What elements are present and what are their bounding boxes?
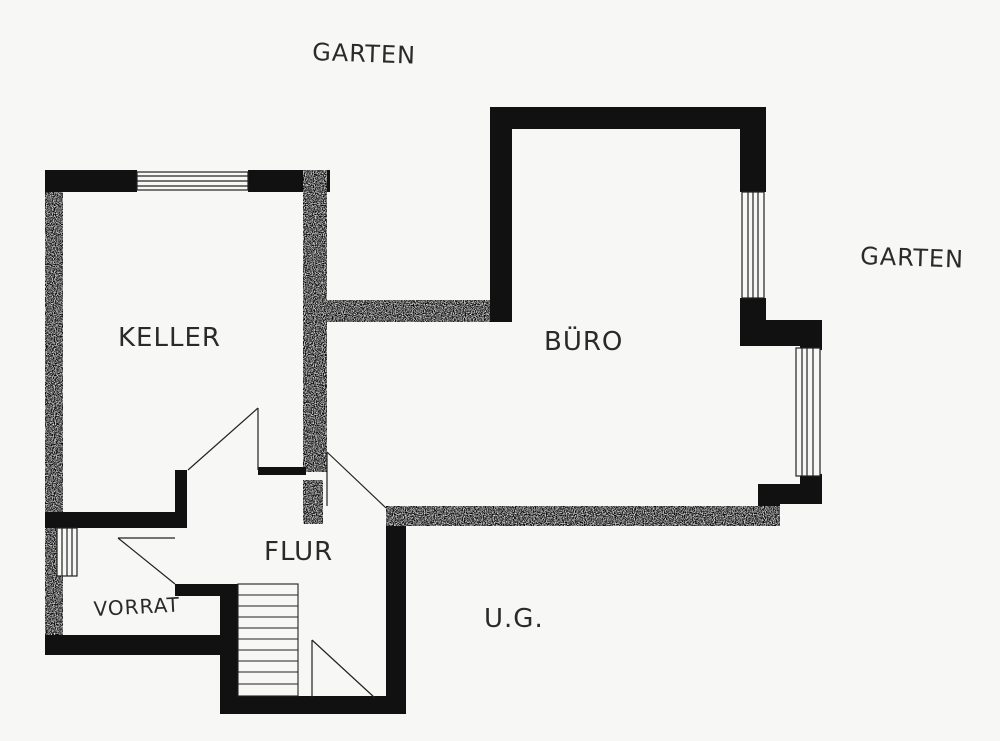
door-vorrat — [117, 537, 176, 585]
label-vorrat: VORRAT — [93, 593, 181, 621]
wall-bay-right — [800, 320, 822, 350]
label-garden-right: GARTEN — [860, 242, 965, 274]
stairs — [237, 583, 299, 697]
window-vorrat — [56, 527, 78, 577]
wall-vorrat-bottom — [45, 635, 225, 655]
walls — [45, 107, 822, 714]
wall-keller-bottom — [45, 512, 180, 528]
wall-bottom — [220, 696, 405, 714]
wall-keller-left — [45, 170, 63, 655]
door-buero — [326, 451, 387, 509]
label-garden-top: GARTEN — [312, 38, 417, 70]
wall-keller-door-right — [258, 467, 306, 475]
wall-buero-bottom — [386, 506, 780, 526]
wall-buero-left-top — [320, 300, 508, 322]
wall-flur-partition — [303, 480, 323, 524]
window-bay — [795, 347, 821, 477]
label-buero: BÜRO — [544, 325, 623, 357]
wall-buero-top — [490, 107, 766, 129]
wall-buero-right-upper — [740, 107, 766, 192]
door-entrance — [311, 639, 376, 699]
label-flur: FLUR — [264, 537, 333, 567]
wall-flur-right — [386, 510, 406, 714]
window-keller-top — [136, 171, 249, 191]
wall-keller-top-left — [45, 170, 137, 192]
window-buero-right — [741, 191, 765, 299]
label-keller: KELLER — [118, 323, 221, 353]
label-floor: U.G. — [484, 604, 544, 634]
wall-buero-left — [490, 107, 512, 322]
door-keller — [187, 407, 259, 471]
wall-keller-jamb — [175, 470, 187, 528]
wall-vorrat-right — [220, 584, 238, 714]
